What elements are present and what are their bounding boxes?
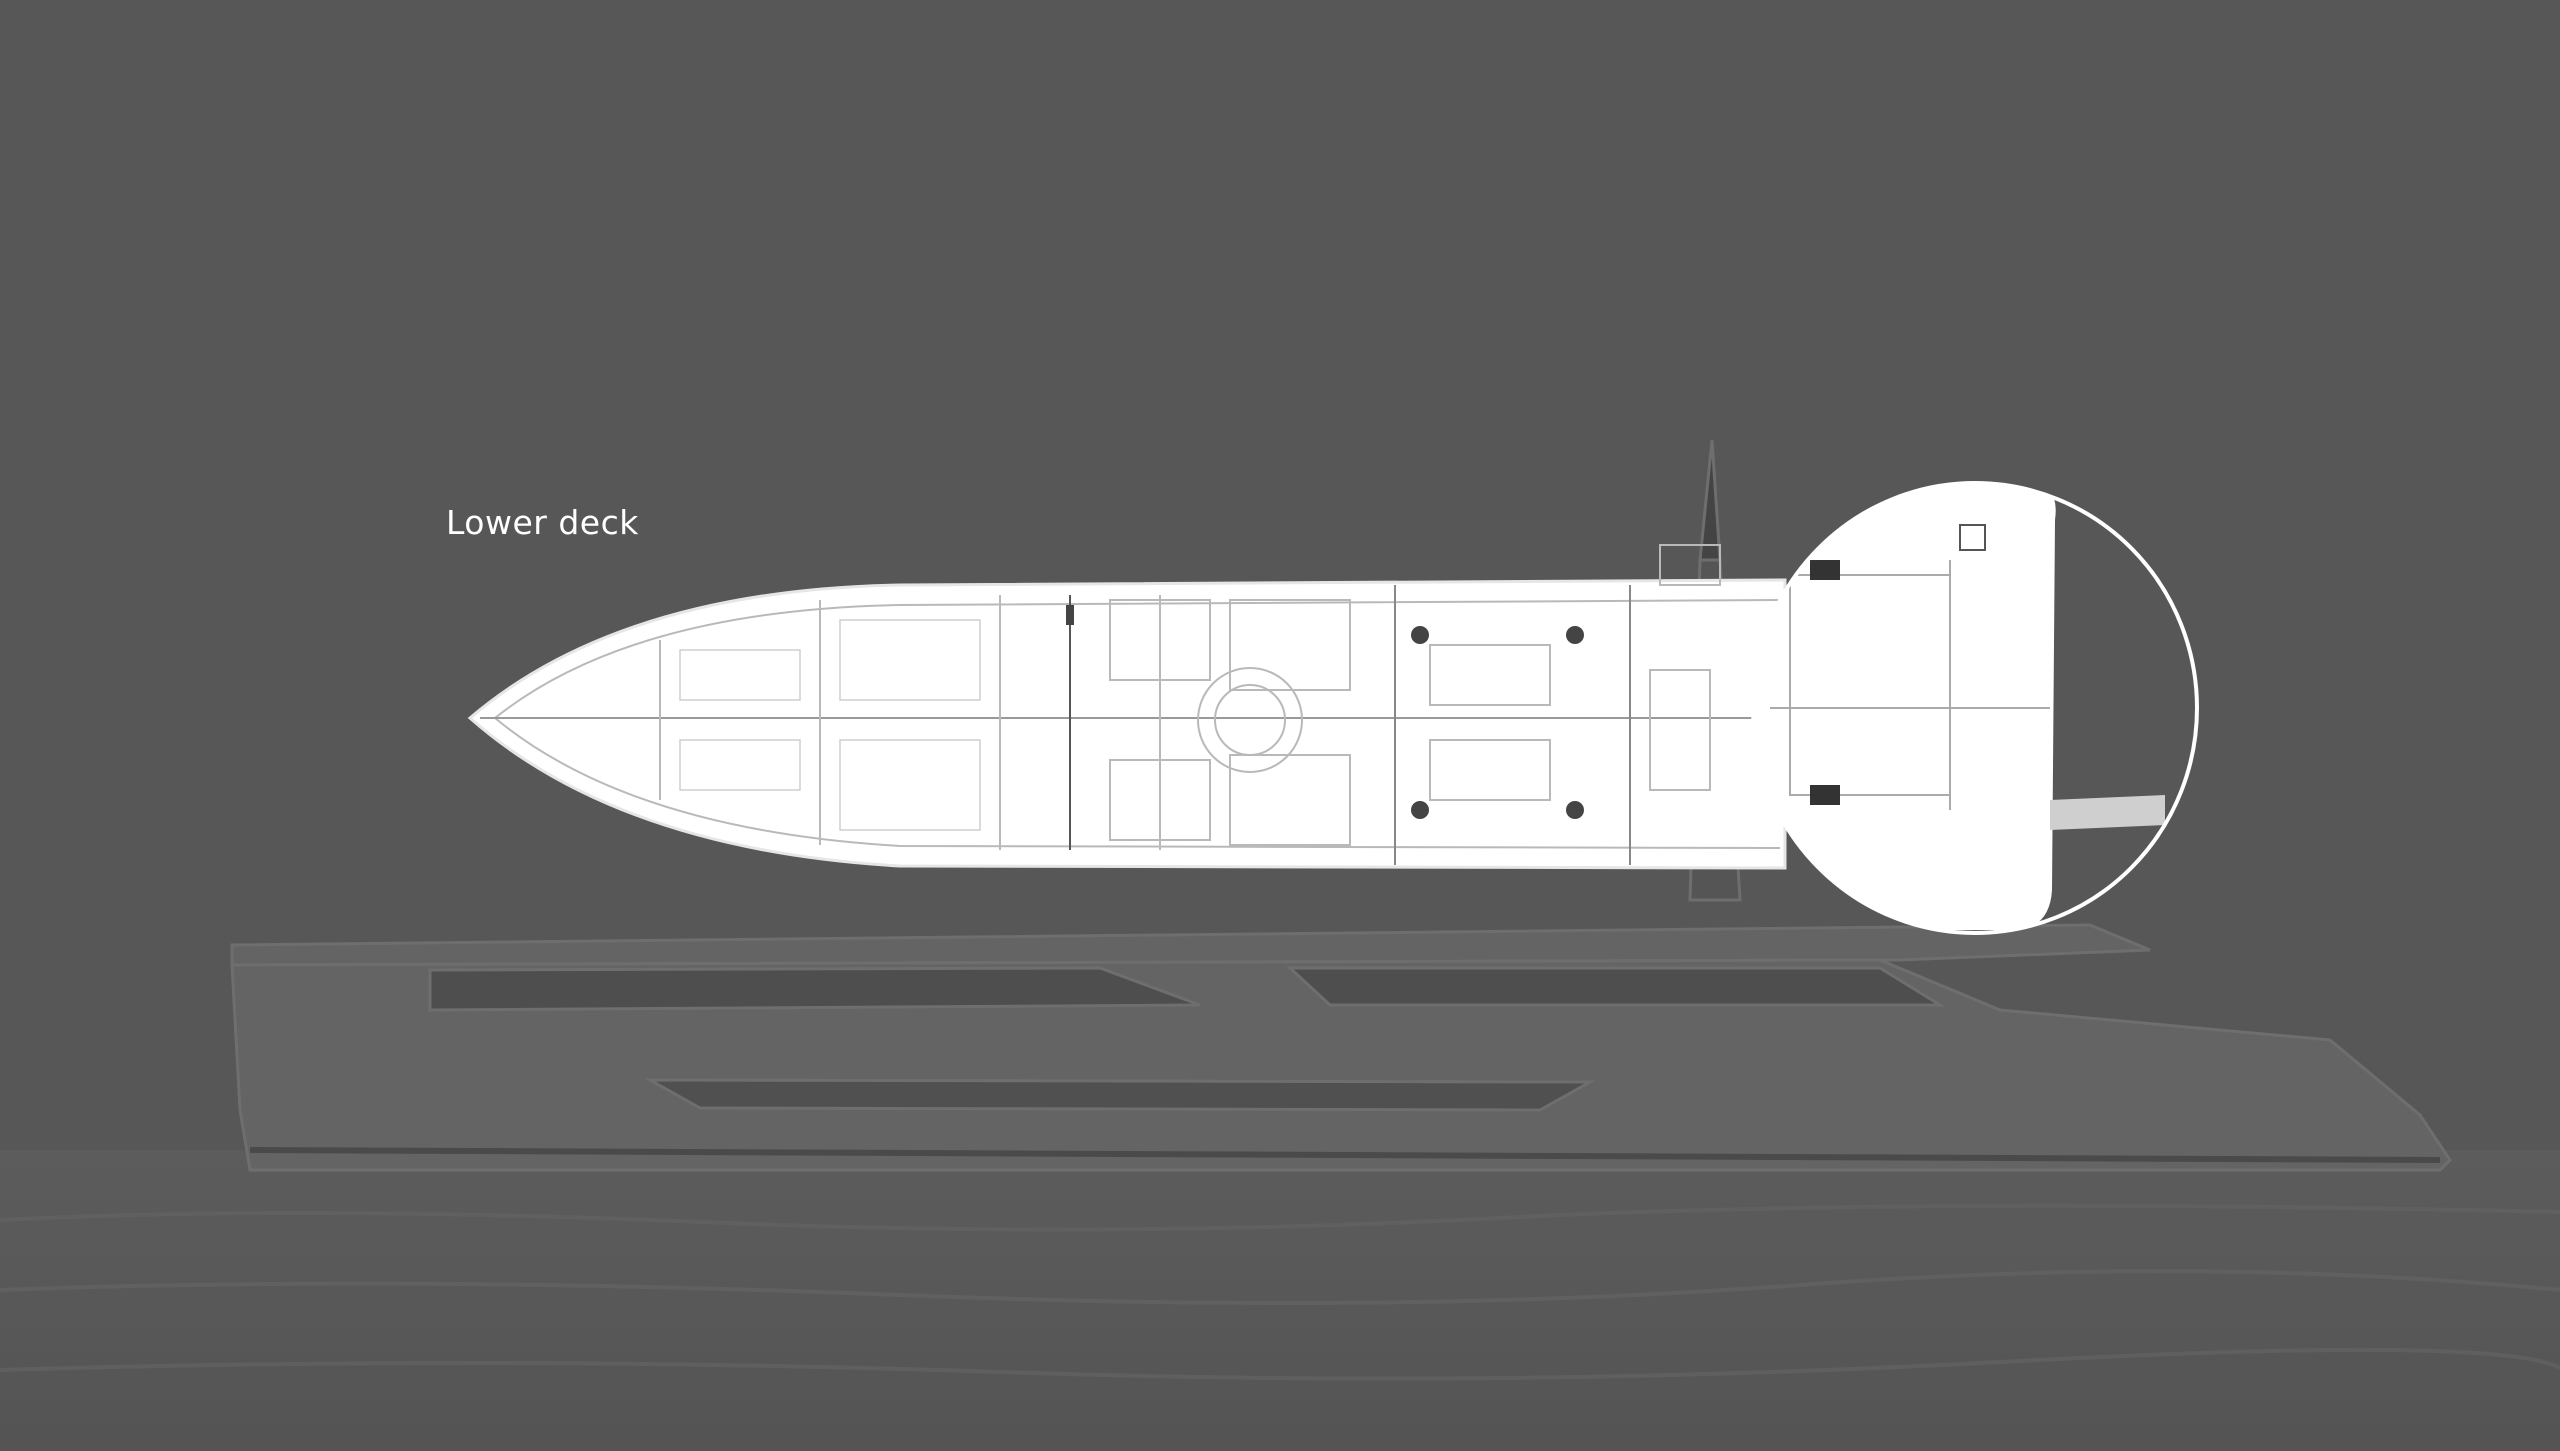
magnifier-circle: [1751, 481, 2199, 935]
sea: [0, 1150, 2560, 1451]
lower-deck-plan: [467, 544, 1787, 870]
deck-title: Lower deck: [446, 503, 639, 542]
aft-detail-callout: [1751, 481, 2199, 935]
sea-waves: [0, 1203, 2560, 1381]
yacht-silhouette: [230, 439, 2452, 1172]
